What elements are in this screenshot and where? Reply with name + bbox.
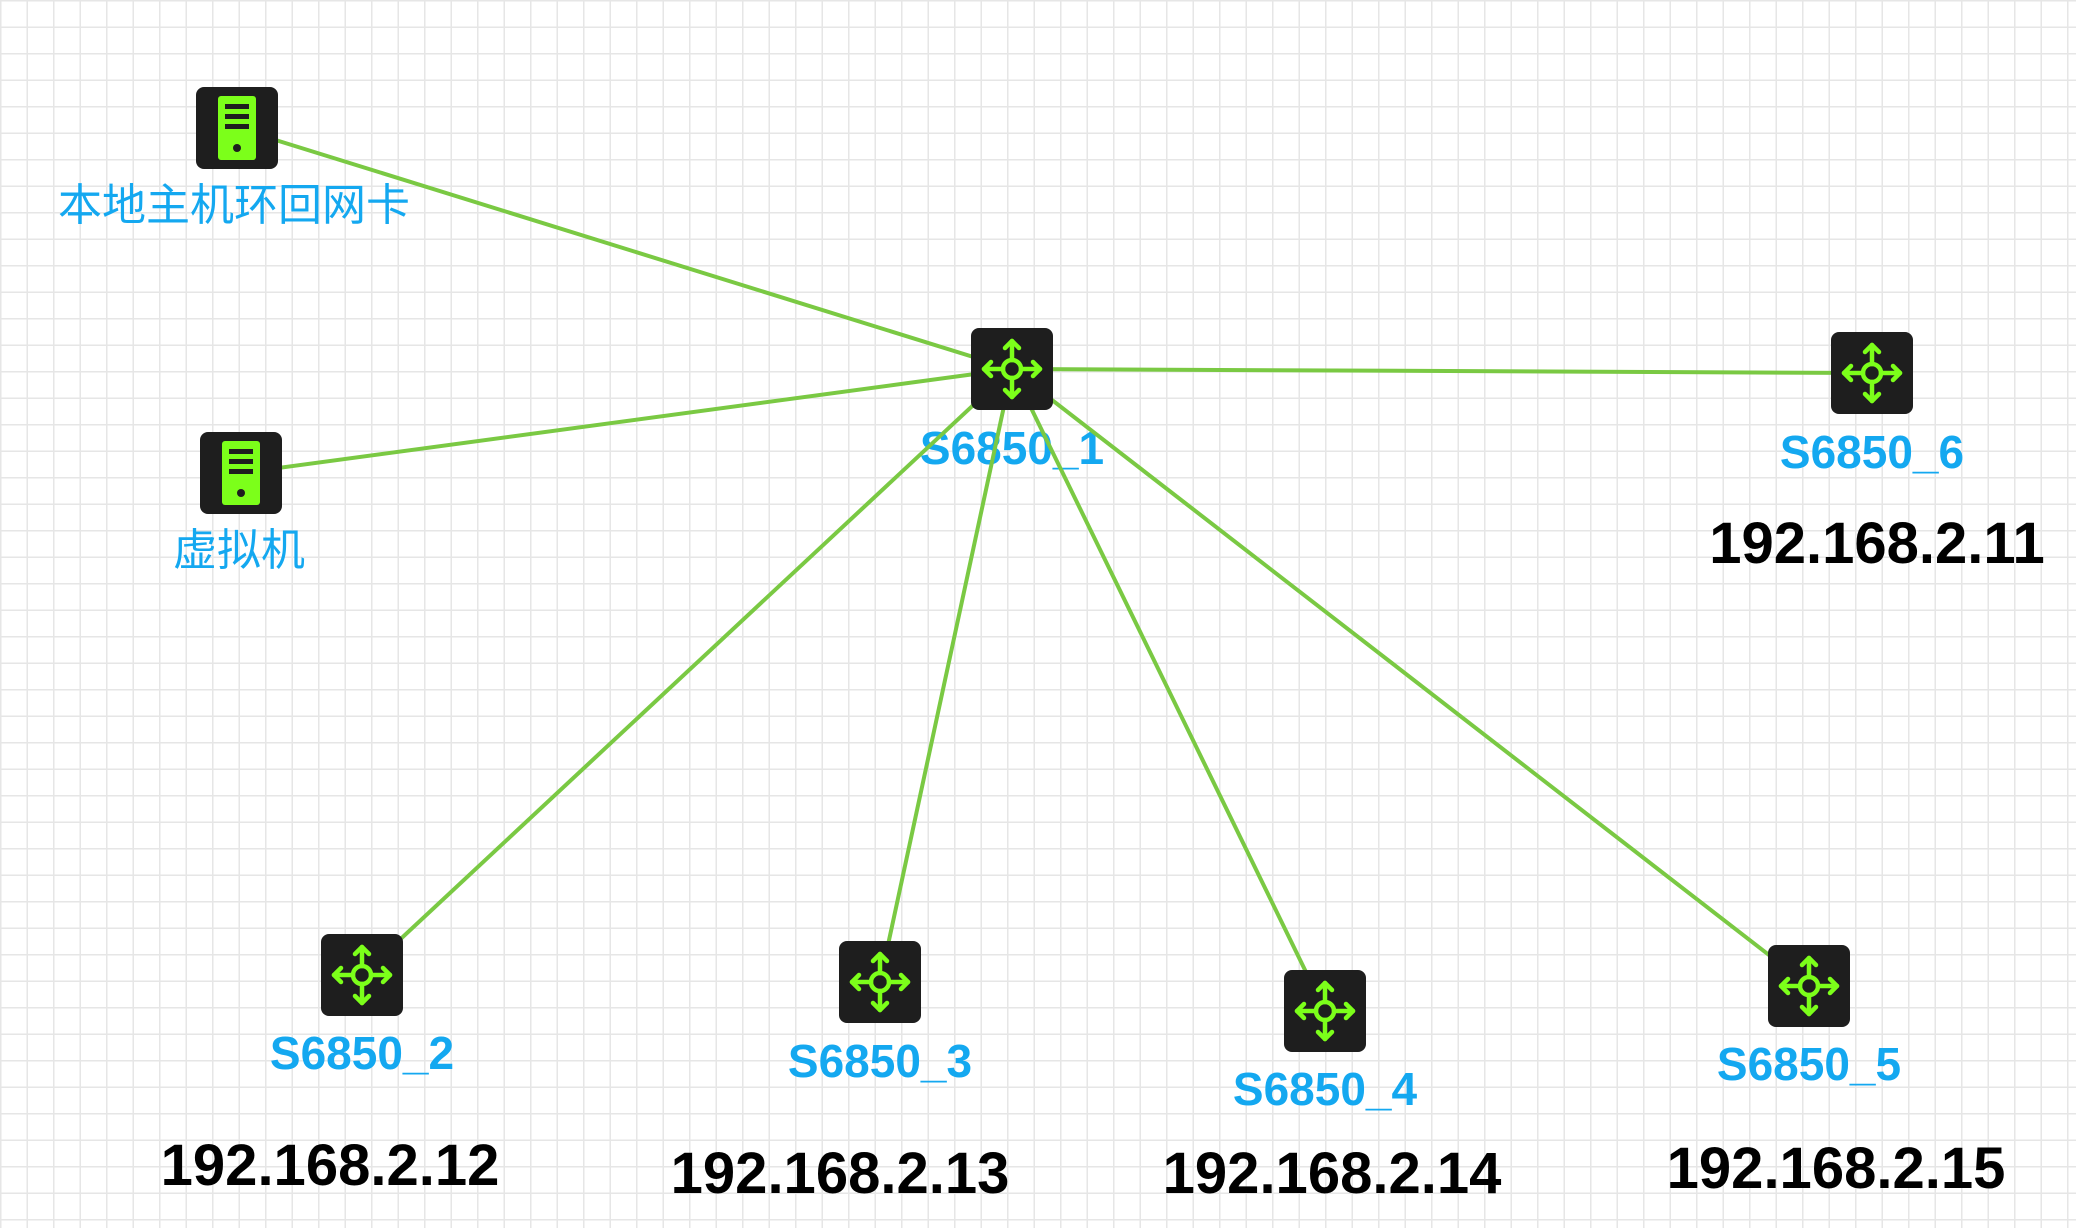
switch-label: S6850_3 xyxy=(787,1035,973,1087)
switch-icon xyxy=(970,327,1054,411)
switch-icon xyxy=(1767,944,1851,1028)
link-host2-s1[interactable] xyxy=(240,367,1013,475)
ip-address-label: 192.168.2.14 xyxy=(1162,1141,1502,1206)
server-icon xyxy=(195,86,279,170)
switch-icon xyxy=(838,940,922,1024)
switch-label: S6850_6 xyxy=(1779,426,1965,478)
switch-label: S6850_5 xyxy=(1716,1038,1902,1090)
link-s1-s3[interactable] xyxy=(878,368,1014,983)
switch-icon xyxy=(1830,331,1914,415)
host-label: 本地主机环回网卡 xyxy=(58,180,410,231)
switch-icon xyxy=(1283,969,1367,1053)
ip-address-label: 192.168.2.12 xyxy=(160,1133,500,1198)
switch-label: S6850_2 xyxy=(269,1027,455,1079)
link-s1-s5[interactable] xyxy=(1010,367,1811,988)
switch-icon xyxy=(320,933,404,1017)
ip-address-label: 192.168.2.15 xyxy=(1666,1136,2006,1201)
link-s1-s4[interactable] xyxy=(1010,368,1327,1012)
switch-label: S6850_1 xyxy=(919,422,1105,474)
host-label: 虚拟机 xyxy=(173,525,305,576)
link-s1-s6[interactable] xyxy=(1011,367,1873,375)
ip-address-label: 192.168.2.11 xyxy=(1709,511,2045,576)
link-host1-s1[interactable] xyxy=(236,126,1013,371)
switch-label: S6850_4 xyxy=(1232,1063,1418,1115)
ip-address-label: 192.168.2.13 xyxy=(670,1141,1010,1206)
link-s1-s2[interactable] xyxy=(360,367,1014,977)
server-icon xyxy=(199,431,283,515)
